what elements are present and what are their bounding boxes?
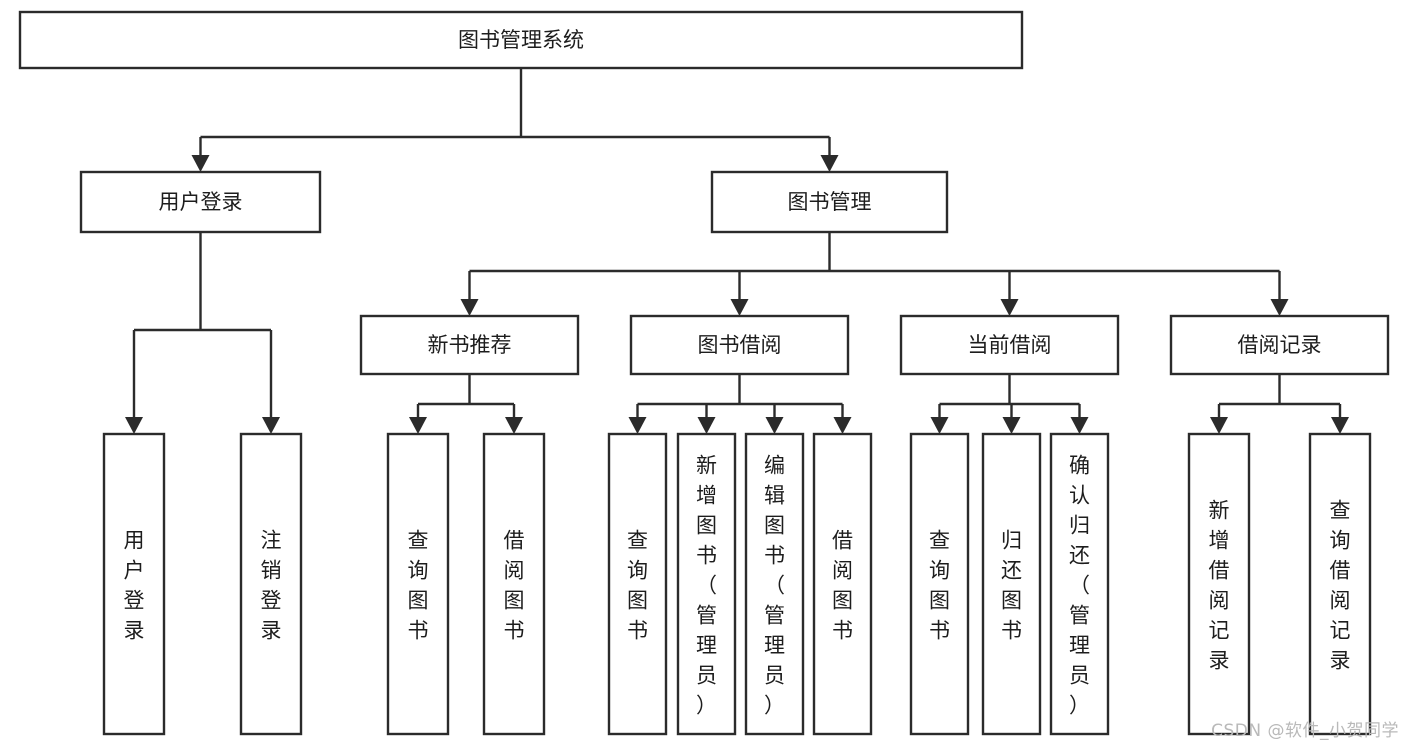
node-box-leaf-query-book-2 [607, 432, 668, 736]
node-borrow-record[interactable]: 借阅记录 [1169, 314, 1390, 376]
node-label-leaf-query-book-1: 查询图书 [408, 528, 429, 642]
node-leaf-query-book-3[interactable]: 查询图书 [909, 432, 970, 736]
node-label-new-book-recommend: 新书推荐 [428, 333, 512, 357]
arrow-head-icon-leaf-confirm-return [1070, 417, 1089, 434]
node-box-leaf-borrow-book-1 [482, 432, 546, 736]
arrow-head-icon-leaf-borrow-book-1 [505, 417, 523, 434]
node-leaf-add-book[interactable]: 新增图书（管理员） [676, 432, 737, 736]
node-leaf-query-book-2[interactable]: 查询图书 [607, 432, 668, 736]
arrow-head-icon-leaf-edit-book [765, 417, 784, 434]
node-leaf-user-login[interactable]: 用户登录 [102, 432, 166, 736]
node-label-leaf-add-book: 新增图书（管理员） [696, 453, 717, 717]
node-root[interactable]: 图书管理系统 [18, 10, 1024, 70]
node-leaf-edit-book[interactable]: 编辑图书（管理员） [744, 432, 805, 736]
node-box-leaf-query-book-3 [909, 432, 970, 736]
node-leaf-add-record[interactable]: 新增借阅记录 [1187, 432, 1251, 736]
arrow-head-icon-leaf-borrow-book-2 [833, 417, 852, 434]
node-book-manage[interactable]: 图书管理 [710, 170, 949, 234]
arrow-head-icon-borrow-record [1270, 299, 1289, 316]
node-box-root [18, 10, 1024, 70]
node-label-leaf-return-book: 归还图书 [1001, 528, 1022, 642]
node-box-book-borrow [629, 314, 850, 376]
node-leaf-borrow-book-1[interactable]: 借阅图书 [482, 432, 546, 736]
arrow-head-icon-leaf-add-book [697, 417, 716, 434]
node-box-borrow-record [1169, 314, 1390, 376]
arrow-head-icon-leaf-return-book [1002, 417, 1021, 434]
node-leaf-confirm-return[interactable]: 确认归还（管理员） [1049, 432, 1110, 736]
node-leaf-query-book-1[interactable]: 查询图书 [386, 432, 450, 736]
arrow-head-icon-leaf-query-book-3 [930, 417, 949, 434]
node-label-leaf-edit-book: 编辑图书（管理员） [764, 453, 785, 717]
node-label-leaf-query-book-2: 查询图书 [627, 528, 648, 642]
arrow-head-icon-leaf-user-login [125, 417, 143, 434]
arrow-head-icon-leaf-user-logout [262, 417, 280, 434]
arrow-head-icon-user-login [191, 155, 210, 172]
node-label-leaf-confirm-return: 确认归还（管理员） [1069, 453, 1090, 717]
node-leaf-query-record[interactable]: 查询借阅记录 [1308, 432, 1372, 736]
node-box-user-login [79, 170, 322, 234]
node-label-leaf-add-record: 新增借阅记录 [1209, 498, 1230, 672]
arrow-head-icon-new-book-recommend [460, 299, 479, 316]
node-leaf-user-logout[interactable]: 注销登录 [239, 432, 303, 736]
arrow-head-icon-leaf-query-record [1331, 417, 1349, 434]
node-box-leaf-confirm-return [1049, 432, 1110, 736]
node-box-book-manage [710, 170, 949, 234]
node-label-leaf-user-login: 用户登录 [124, 528, 145, 642]
node-current-borrow[interactable]: 当前借阅 [899, 314, 1120, 376]
node-box-new-book-recommend [359, 314, 580, 376]
node-leaf-borrow-book-2[interactable]: 借阅图书 [812, 432, 873, 736]
node-label-book-borrow: 图书借阅 [698, 333, 782, 357]
node-label-borrow-record: 借阅记录 [1238, 333, 1322, 357]
node-box-leaf-add-book [676, 432, 737, 736]
node-box-leaf-add-record [1187, 432, 1251, 736]
node-label-leaf-borrow-book-1: 借阅图书 [504, 528, 525, 642]
node-box-leaf-query-record [1308, 432, 1372, 736]
csdn-watermark: CSDN @软件_小贺同学 [1211, 721, 1399, 741]
connector-layer [125, 68, 1349, 434]
node-label-current-borrow: 当前借阅 [968, 333, 1052, 357]
arrow-head-icon-leaf-query-book-1 [409, 417, 427, 434]
node-new-book-recommend[interactable]: 新书推荐 [359, 314, 580, 376]
arrow-head-icon-book-manage [820, 155, 839, 172]
arrow-head-icon-leaf-query-book-2 [628, 417, 647, 434]
node-box-leaf-return-book [981, 432, 1042, 736]
node-box-leaf-borrow-book-2 [812, 432, 873, 736]
node-book-borrow[interactable]: 图书借阅 [629, 314, 850, 376]
node-user-login[interactable]: 用户登录 [79, 170, 322, 234]
arrow-head-icon-book-borrow [730, 299, 749, 316]
node-label-root: 图书管理系统 [458, 28, 584, 52]
node-box-leaf-query-book-1 [386, 432, 450, 736]
node-label-leaf-borrow-book-2: 借阅图书 [832, 528, 853, 642]
node-label-leaf-query-record: 查询借阅记录 [1330, 498, 1351, 672]
node-label-user-login: 用户登录 [159, 190, 243, 214]
node-label-leaf-user-logout: 注销登录 [261, 528, 282, 642]
node-leaf-return-book[interactable]: 归还图书 [981, 432, 1042, 736]
node-label-book-manage: 图书管理 [788, 190, 872, 214]
arrow-head-icon-leaf-add-record [1210, 417, 1228, 434]
node-box-leaf-edit-book [744, 432, 805, 736]
arrow-head-icon-current-borrow [1000, 299, 1019, 316]
node-box-leaf-user-logout [239, 432, 303, 736]
node-box-leaf-user-login [102, 432, 166, 736]
node-box-current-borrow [899, 314, 1120, 376]
node-layer: 图书管理系统用户登录图书管理用户登录注销登录新书推荐查询图书借阅图书图书借阅查询… [18, 10, 1390, 736]
node-label-leaf-query-book-3: 查询图书 [929, 528, 950, 642]
